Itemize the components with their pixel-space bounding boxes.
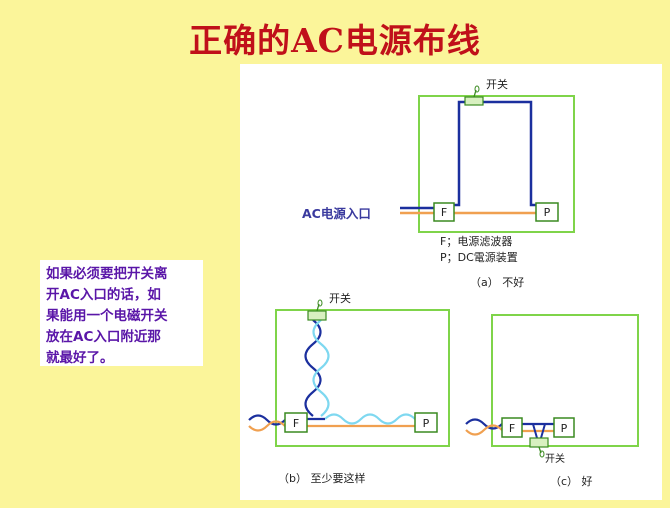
wiring-diagram: 开关 F P AC电源入口 F；电源滤波器 P；DC電源装置 （a） 不好 开关… — [248, 77, 639, 488]
diagram-c: 开关 F P （c） 好 — [465, 314, 639, 488]
power-box-a — [535, 202, 559, 222]
caption-b: （b） 至少要这样 — [278, 471, 365, 485]
caption-a: （a） 不好 — [470, 275, 524, 289]
legend-power: P；DC電源装置 — [440, 250, 518, 264]
power-box-c-label: P — [561, 422, 568, 435]
explanation-note: 如果必须要把开关离 开AC入口的话，如 果能用一个电磁开关 放在AC入口附近那 … — [40, 260, 203, 366]
diagram-b: 开关 F P （b） 至少要这样 — [248, 291, 450, 485]
enclosure-a — [418, 95, 575, 233]
power-box-b — [414, 412, 438, 433]
switch-loop-wire — [454, 100, 536, 207]
switch-a-label: 开关 — [486, 77, 508, 91]
filter-box-a — [433, 202, 455, 222]
enclosure-c — [491, 314, 639, 447]
power-box-a-label: P — [544, 206, 551, 219]
twisted-pair-inlet-c-blue — [465, 418, 503, 430]
diagram-panel: 开关 F P AC电源入口 F；电源滤波器 P；DC電源装置 （a） 不好 开关… — [240, 64, 662, 500]
note-line-3: 果能用一个电磁开关 — [46, 308, 168, 324]
power-box-c — [553, 417, 575, 438]
twisted-pair-vertical-cyan — [312, 319, 330, 417]
page-title: 正确的AC电源布线 — [189, 21, 481, 60]
twisted-pair-inlet-c-orange — [465, 424, 503, 436]
note-line-5: 就最好了。 — [46, 350, 114, 366]
caption-c: （c） 好 — [550, 474, 593, 488]
filter-box-c — [501, 417, 523, 438]
diagram-a: 开关 F P AC电源入口 F；电源滤波器 P；DC電源装置 （a） 不好 — [302, 77, 575, 289]
switch-b-label: 开关 — [329, 291, 351, 305]
note-line-2: 开AC入口的话，如 — [46, 287, 161, 303]
note-line-1: 如果必须要把开关离 — [46, 266, 168, 282]
filter-box-a-label: F — [441, 206, 447, 219]
switch-c — [529, 437, 549, 448]
twisted-pair-inlet-orange — [248, 420, 286, 432]
note-line-4: 放在AC入口附近那 — [46, 329, 161, 345]
twisted-pair-vertical-blue — [304, 319, 322, 417]
enclosure-b — [275, 309, 450, 447]
switch-c-branch — [532, 423, 546, 439]
power-box-b-label: P — [423, 417, 430, 430]
filter-box-b — [284, 412, 308, 433]
legend-filter: F；电源滤波器 — [440, 234, 512, 248]
switch-b — [307, 310, 327, 321]
twisted-pair-inlet-blue — [248, 414, 286, 426]
filter-box-c-label: F — [509, 422, 515, 435]
ac-inlet-label: AC电源入口 — [302, 206, 371, 221]
switch-c-label: 开关 — [545, 452, 565, 465]
switch-a — [464, 96, 484, 106]
twisted-pair-horizontal-cyan — [324, 413, 416, 425]
filter-box-b-label: F — [293, 417, 299, 430]
